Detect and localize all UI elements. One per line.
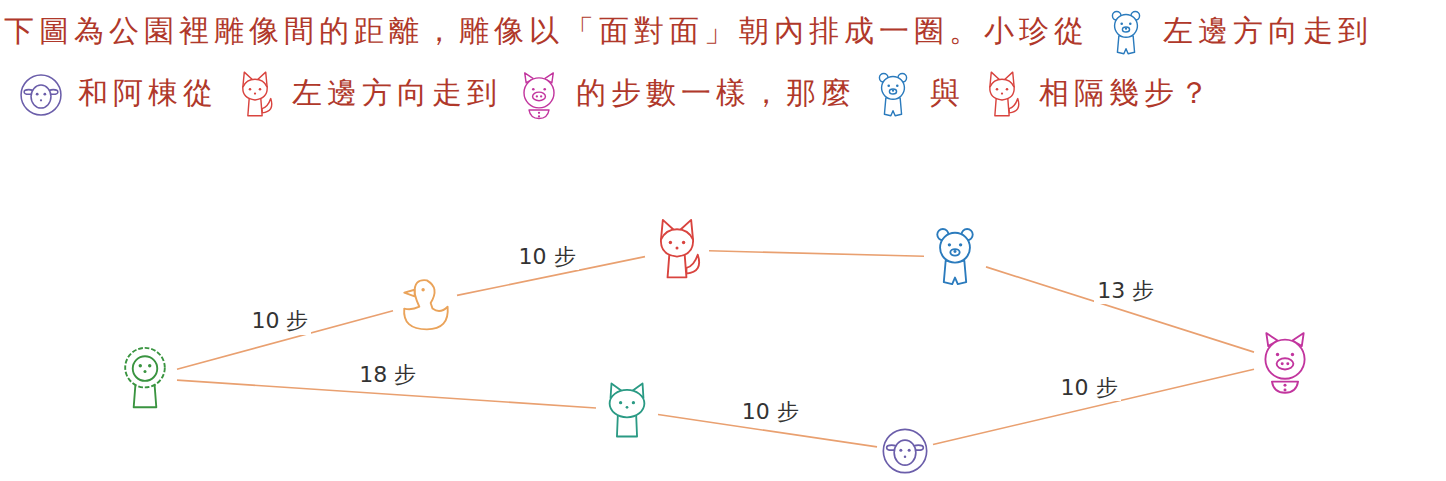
statue-node — [1257, 329, 1313, 395]
question-segment: 的步數一樣，那麼 — [576, 75, 856, 110]
distance-line — [986, 267, 1254, 352]
distance-line — [933, 369, 1254, 444]
inline-statue-icon — [232, 70, 278, 120]
inline-statue-icon — [979, 70, 1025, 120]
step-count: 10 步 — [248, 308, 311, 334]
statue-node — [396, 269, 454, 335]
question-segment: 和阿棟從 — [78, 75, 218, 110]
distance-line — [709, 251, 924, 256]
question-segment: 下圖為公園裡雕像間的距離，雕像以「面對面」朝內排成一圈。小珍從 — [4, 13, 1089, 48]
statue-icon — [599, 378, 655, 442]
question-text: 下圖為公園裡雕像間的距離，雕像以「面對面」朝內排成一圈。小珍從左邊方向走到和阿棟… — [4, 0, 1440, 124]
inline-statue-icon — [18, 70, 64, 120]
inline-statue-icon — [516, 70, 562, 120]
statue-node — [927, 224, 983, 290]
statue-node — [599, 378, 655, 442]
question-segment: 左邊方向走到 — [292, 75, 502, 110]
step-count: 10 步 — [1058, 375, 1121, 401]
step-count: 13 步 — [1094, 278, 1157, 304]
statue-node — [116, 345, 174, 411]
statue-node — [648, 217, 706, 283]
statue-icon — [396, 269, 454, 335]
inline-statue-icon — [1103, 8, 1149, 58]
inline-statue-icon — [870, 70, 916, 120]
statue-icon — [1257, 329, 1313, 395]
step-count: 10 步 — [516, 244, 579, 270]
statue-icon — [927, 224, 983, 290]
statue-node — [880, 426, 930, 476]
statue-icon — [648, 217, 706, 283]
step-count: 10 步 — [739, 399, 802, 425]
statue-icon — [116, 345, 174, 411]
step-count: 18 步 — [356, 362, 419, 388]
question-segment: 相隔幾步？ — [1039, 75, 1214, 110]
statue-icon — [880, 426, 930, 476]
question-segment: 左邊方向走到 — [1163, 13, 1373, 48]
question-segment: 與 — [930, 75, 965, 110]
